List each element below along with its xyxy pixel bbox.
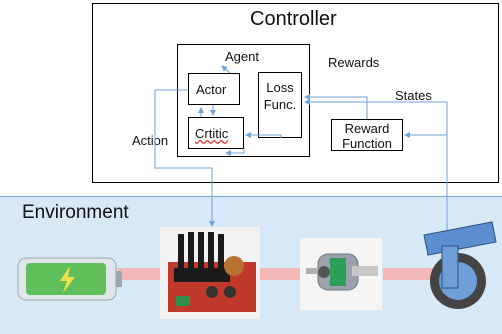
critic-label: Crtitic <box>195 126 229 141</box>
dc-converter-icon <box>160 227 260 319</box>
environment-title: Environment <box>22 202 129 223</box>
actor-box <box>188 73 240 105</box>
loss-to-critic-arrow <box>245 132 282 138</box>
loss-function-box <box>258 72 302 138</box>
reward-function-label-line2: Function <box>342 136 392 151</box>
lightning-icon <box>60 266 75 293</box>
motor-icon <box>300 238 382 310</box>
actor-label: Actor <box>196 82 227 97</box>
battery-icon <box>17 257 122 301</box>
action-label: Action <box>132 133 169 148</box>
states-arrow <box>304 99 448 262</box>
reward-function-box <box>331 119 403 151</box>
critic-feedback-arrow <box>225 148 245 156</box>
reward-function-label-line1: Reward <box>344 121 390 136</box>
critic-box <box>188 117 244 149</box>
rewards-arrow <box>304 94 368 119</box>
controller-title: Controller <box>250 8 337 30</box>
loss-function-label-line2: Func. <box>263 97 297 112</box>
rewards-label: Rewards <box>328 55 380 70</box>
power-links <box>118 268 433 280</box>
states-label: States <box>395 88 432 103</box>
action-arrow <box>154 89 215 227</box>
wheel-icon <box>423 221 497 309</box>
agent-title: Agent <box>225 49 259 64</box>
actor-feedback-arrow <box>221 65 231 74</box>
loss-function-label-line1: Loss <box>266 80 294 95</box>
